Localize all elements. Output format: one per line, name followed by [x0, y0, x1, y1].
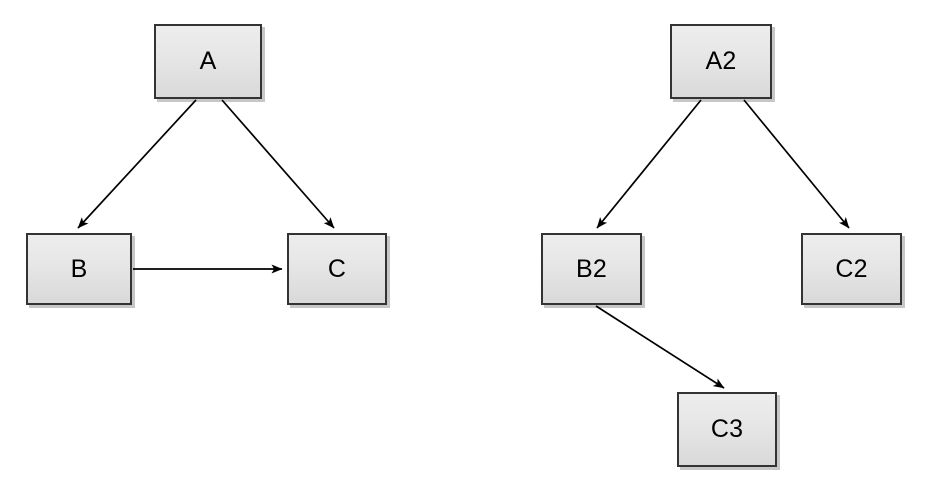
node-a-label: A: [199, 47, 217, 75]
node-a2-label: A2: [705, 47, 737, 75]
edge-a-c: [221, 99, 335, 229]
node-b-label: B: [70, 254, 88, 283]
node-c2[interactable]: C2: [801, 233, 902, 305]
node-c[interactable]: C: [287, 233, 387, 305]
edge-a-b: [77, 99, 197, 229]
edge-a2-c2: [743, 99, 850, 229]
node-b2[interactable]: B2: [541, 233, 642, 305]
edge-a2-b2: [596, 99, 702, 229]
node-b2-label: B2: [576, 254, 607, 283]
edge-b2-c3: [595, 305, 725, 389]
node-c-label: C: [327, 254, 347, 283]
node-a[interactable]: A: [154, 24, 262, 99]
node-c3-label: C3: [710, 415, 744, 443]
node-b[interactable]: B: [26, 233, 132, 305]
node-a2[interactable]: A2: [670, 24, 772, 99]
node-c3[interactable]: C3: [677, 392, 777, 467]
node-c2-label: C2: [835, 254, 868, 283]
